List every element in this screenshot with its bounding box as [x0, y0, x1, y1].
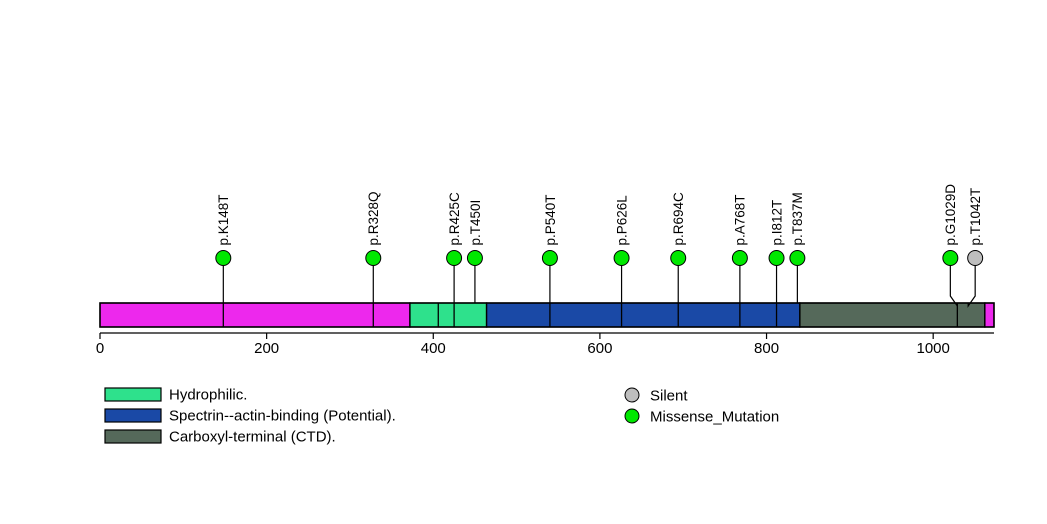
legend-type-label-1: Missense_Mutation [650, 409, 779, 426]
axis-tick-label-0: 0 [96, 340, 104, 357]
axis-tick-label-800: 800 [754, 340, 779, 357]
lollipop-stem [967, 265, 976, 308]
protein-domain-0 [99, 302, 411, 328]
lollipop-head[interactable] [466, 250, 483, 266]
lollipop-r694c[interactable]: p.R694C [670, 192, 687, 303]
protein-track-outline [99, 302, 995, 328]
lollipop-head[interactable] [731, 250, 748, 266]
legend-domain-swatch-1 [104, 408, 162, 423]
legend-domain-label-0: Hydrophilic. [169, 387, 247, 404]
protein-domain-1 [409, 302, 488, 328]
lollipop-head[interactable] [670, 250, 687, 266]
lollipop-label: p.G1029D [943, 184, 958, 246]
lollipop-label: p.T1042T [968, 188, 983, 246]
lollipop-label: p.R328Q [366, 191, 381, 245]
axis-tick-label-1000: 1000 [916, 340, 949, 357]
lollipop-head[interactable] [768, 250, 785, 266]
lollipop-t1042t[interactable]: p.T1042T [967, 188, 984, 308]
lollipop-head[interactable] [613, 250, 630, 266]
protein-domain-4 [984, 302, 995, 328]
axis-tick-label-200: 200 [254, 340, 279, 357]
lollipop-label: p.T450I [468, 200, 483, 246]
lollipop-label: p.R425C [447, 192, 462, 246]
legend-domain-label-1: Spectrin--actin-binding (Potential). [169, 408, 396, 425]
lollipop-head[interactable] [967, 250, 984, 266]
legend-domain-label-2: Carboxyl-terminal (CTD). [169, 429, 336, 446]
lollipop-t450i[interactable]: p.T450I [466, 200, 483, 303]
lollipop-label: p.P540T [543, 194, 558, 245]
mutation-lollipops: p.K148T p.R328Q p.R425C p.T450I p.P540T p.P62… [215, 184, 984, 308]
lollipop-r328q[interactable]: p.R328Q [365, 191, 382, 303]
lollipop-p626l[interactable]: p.P626L [613, 195, 630, 303]
lollipop-label: p.A768T [733, 194, 748, 245]
lollipop-r425c[interactable]: p.R425C [446, 192, 463, 303]
lollipop-label: p.I812T [769, 200, 784, 246]
axis-tick-label-600: 600 [587, 340, 612, 357]
lollipop-head[interactable] [942, 250, 959, 266]
legend-domain-swatch-0 [104, 387, 162, 402]
legend-type-dot-0 [624, 387, 640, 403]
legend-type-label-0: Silent [650, 388, 688, 405]
lollipop-label: p.T837M [790, 192, 805, 245]
lollipop-i812t[interactable]: p.I812T [768, 200, 785, 303]
lollipop-p540t[interactable]: p.P540T [541, 194, 558, 303]
protein-domain-3 [799, 302, 986, 328]
lollipop-stem [949, 265, 958, 308]
lollipop-k148t[interactable]: p.K148T [215, 194, 232, 303]
protein-domain-2 [485, 302, 801, 328]
axis-tick-label-400: 400 [421, 340, 446, 357]
lollipop-head[interactable] [215, 250, 232, 266]
lollipop-a768t[interactable]: p.A768T [731, 194, 748, 303]
lollipop-head[interactable] [789, 250, 806, 266]
lollipop-t837m[interactable]: p.T837M [789, 192, 806, 303]
lollipop-g1029d[interactable]: p.G1029D [942, 184, 959, 308]
lollipop-label: p.P626L [614, 195, 629, 246]
lollipop-label: p.R694C [671, 192, 686, 246]
legend-type-dot-1 [624, 408, 640, 424]
domain-legend: Hydrophilic. Spectrin--actin-binding (Pot… [104, 387, 396, 446]
x-axis-ticks: 0 200 400 600 800 1000 [96, 333, 950, 357]
lollipop-head[interactable] [446, 250, 463, 266]
lollipop-label: p.K148T [216, 194, 231, 245]
legend-domain-swatch-2 [104, 429, 162, 444]
lollipop-head[interactable] [365, 250, 382, 266]
protein-domain-track [99, 302, 995, 328]
lollipop-head[interactable] [541, 250, 558, 266]
